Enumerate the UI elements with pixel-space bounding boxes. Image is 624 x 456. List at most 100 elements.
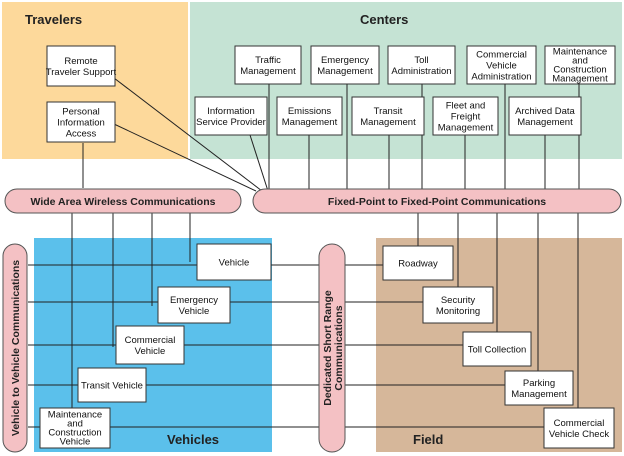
- node-rect: [382, 245, 454, 281]
- node-rect: [544, 45, 616, 85]
- node-label: Remote: [64, 56, 97, 67]
- v2v-bus: [2, 243, 28, 453]
- node-rect: [310, 45, 380, 85]
- node-label: Vehicle: [219, 257, 250, 268]
- node-rect: [462, 331, 532, 367]
- node-label: Commercial: [554, 418, 605, 429]
- vehicle-box: Vehicle: [196, 243, 272, 281]
- node-label: Fleet and: [446, 100, 486, 111]
- connector-lines: [28, 77, 580, 428]
- node-rect: [77, 367, 147, 403]
- node-label: Vehicle: [179, 306, 210, 317]
- dsrc-label-line1: Dedicated Short Range: [322, 290, 334, 406]
- node-label: Construction: [48, 428, 101, 439]
- transit-vehicle-box: Transit Vehicle: [77, 367, 147, 403]
- fixed-point-label: Fixed-Point to Fixed-Point Communication…: [328, 196, 546, 208]
- node-label: and: [67, 419, 83, 430]
- node-label: Construction: [553, 65, 606, 76]
- node-label: Administration: [471, 71, 531, 82]
- toll-collection-box: Toll Collection: [462, 331, 532, 367]
- node-label: Toll: [414, 55, 428, 66]
- node-label: Management: [517, 117, 573, 128]
- node-label: Maintenance: [553, 47, 607, 58]
- node-label: Vehicle: [60, 437, 91, 448]
- wide-area-wireless-bus: [4, 188, 242, 214]
- node-rect: [504, 370, 574, 406]
- node-label: Freight: [451, 111, 481, 122]
- node-label: Personal: [62, 106, 100, 117]
- node-label: Emergency: [321, 55, 369, 66]
- node-label: Transit: [374, 106, 403, 117]
- node-rect: [194, 96, 268, 136]
- node-label: Traffic: [255, 55, 281, 66]
- node-label: Emissions: [288, 106, 332, 117]
- node-rect: [422, 286, 494, 324]
- node-label: Vehicle: [135, 346, 166, 357]
- node-label: Access: [66, 128, 97, 139]
- vehicles-title: Vehicles: [167, 432, 219, 447]
- node-label: Transit Vehicle: [81, 380, 143, 391]
- node-rect: [276, 96, 343, 136]
- field-title: Field: [413, 432, 443, 447]
- node-rect: [157, 286, 231, 324]
- node-label: Commercial: [476, 49, 527, 60]
- node-label: Vehicle Check: [549, 429, 609, 440]
- node-label: Management: [240, 66, 296, 77]
- v2v-label: Vehicle to Vehicle Communications: [10, 260, 22, 436]
- node-rect: [387, 45, 456, 85]
- dsrc-bus: [318, 243, 346, 453]
- node-label: Toll Collection: [468, 344, 527, 355]
- node-label: Archived Data: [515, 106, 575, 117]
- fixed-point-bus: [252, 188, 622, 214]
- node-label: Management: [511, 389, 567, 400]
- node-label: and: [572, 56, 588, 67]
- node-label: Vehicle: [486, 60, 517, 71]
- node-rect: [543, 407, 615, 449]
- node-label: Service Provider: [196, 117, 266, 128]
- node-label: Management: [360, 117, 416, 128]
- node-rect: [115, 325, 185, 365]
- roadway-box: Roadway: [382, 245, 454, 281]
- node-label: Management: [317, 66, 373, 77]
- centers-title: Centers: [360, 12, 408, 27]
- node-rect: [351, 96, 425, 136]
- node-label: Management: [552, 74, 608, 85]
- node-rect: [508, 96, 582, 136]
- dsrc-label-line2: Communications: [333, 305, 345, 390]
- node-rect: [46, 45, 116, 87]
- node-label: Administration: [391, 66, 451, 77]
- node-label: Monitoring: [436, 306, 480, 317]
- node-label: Security: [441, 295, 476, 306]
- node-label: Information: [57, 117, 105, 128]
- node-label: Roadway: [398, 258, 438, 269]
- node-rect: [39, 407, 111, 449]
- node-rect: [196, 243, 272, 281]
- node-label: Management: [282, 117, 338, 128]
- node-label: Management: [438, 122, 494, 133]
- node-label: Commercial: [125, 335, 176, 346]
- node-label: Traveler Support: [46, 67, 117, 78]
- node-rect: [466, 45, 537, 85]
- node-label: Information: [207, 106, 255, 117]
- travelers-title: Travelers: [25, 12, 82, 27]
- node-rect: [46, 101, 116, 143]
- node-label: Parking: [523, 378, 555, 389]
- wide-area-wireless-label: Wide Area Wireless Communications: [31, 196, 216, 208]
- node-label: Maintenance: [48, 410, 102, 421]
